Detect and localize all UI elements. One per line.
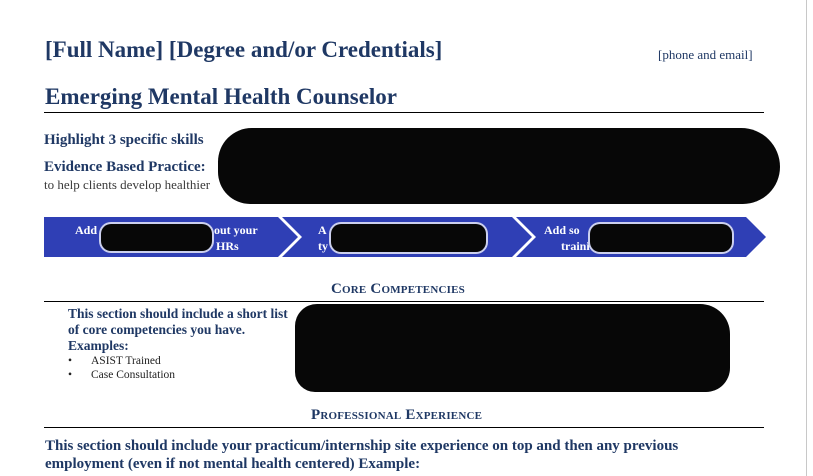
prof-line-2: employment (even if not mental health ce… — [45, 456, 421, 472]
evidence-based-practice-line: Evidence Based Practice: — [44, 159, 206, 176]
professional-experience-divider — [44, 427, 764, 428]
name-credentials-heading: [Full Name] [Degree and/or Credentials] — [45, 37, 442, 63]
page-edge — [806, 0, 807, 476]
professional-experience-description: This section should include your practic… — [45, 437, 678, 473]
ebp-label: Evidence Based Practice: — [44, 159, 206, 175]
core-examples-label: Examples: — [68, 338, 129, 353]
core-competencies-divider — [44, 301, 764, 302]
banner-item-1-line1: Add — [75, 223, 97, 237]
core-intro-text: This section should include a short list… — [68, 306, 288, 337]
banner-item-2-line1: A — [318, 223, 327, 237]
skills-intro: Highlight 3 specific skills — [44, 132, 204, 148]
banner-item-1-line2-tail: HRs — [216, 239, 239, 253]
core-competencies-heading: Core Competencies — [331, 281, 465, 297]
banner-item-3-line1: Add so — [544, 223, 580, 237]
redaction-banner-1 — [101, 224, 212, 251]
redaction-banner-2 — [331, 224, 486, 252]
professional-title: Emerging Mental Health Counselor — [45, 84, 397, 109]
redaction-summary — [218, 128, 780, 204]
redaction-competencies — [295, 304, 730, 392]
bullet-icon: • — [68, 369, 73, 381]
credentials: [Degree and/or Credentials] — [168, 37, 443, 62]
professional-experience-heading: Professional Experience — [311, 407, 483, 423]
banner-item-2-line2: ty — [318, 239, 328, 253]
banner-item-3-line2: traini — [561, 239, 590, 253]
title-divider — [44, 112, 764, 113]
full-name: [Full Name] — [45, 37, 164, 62]
prof-line-1: This section should include your practic… — [45, 438, 679, 454]
core-competencies-intro: This section should include a short list… — [68, 306, 300, 354]
bullet-icon: • — [68, 355, 73, 367]
banner-item-1-line1-tail: out your — [214, 223, 258, 237]
redaction-banner-3 — [590, 224, 732, 252]
ebp-continuation: to help clients develop healthier — [44, 177, 211, 192]
contact-info: [phone and email] — [658, 47, 753, 62]
